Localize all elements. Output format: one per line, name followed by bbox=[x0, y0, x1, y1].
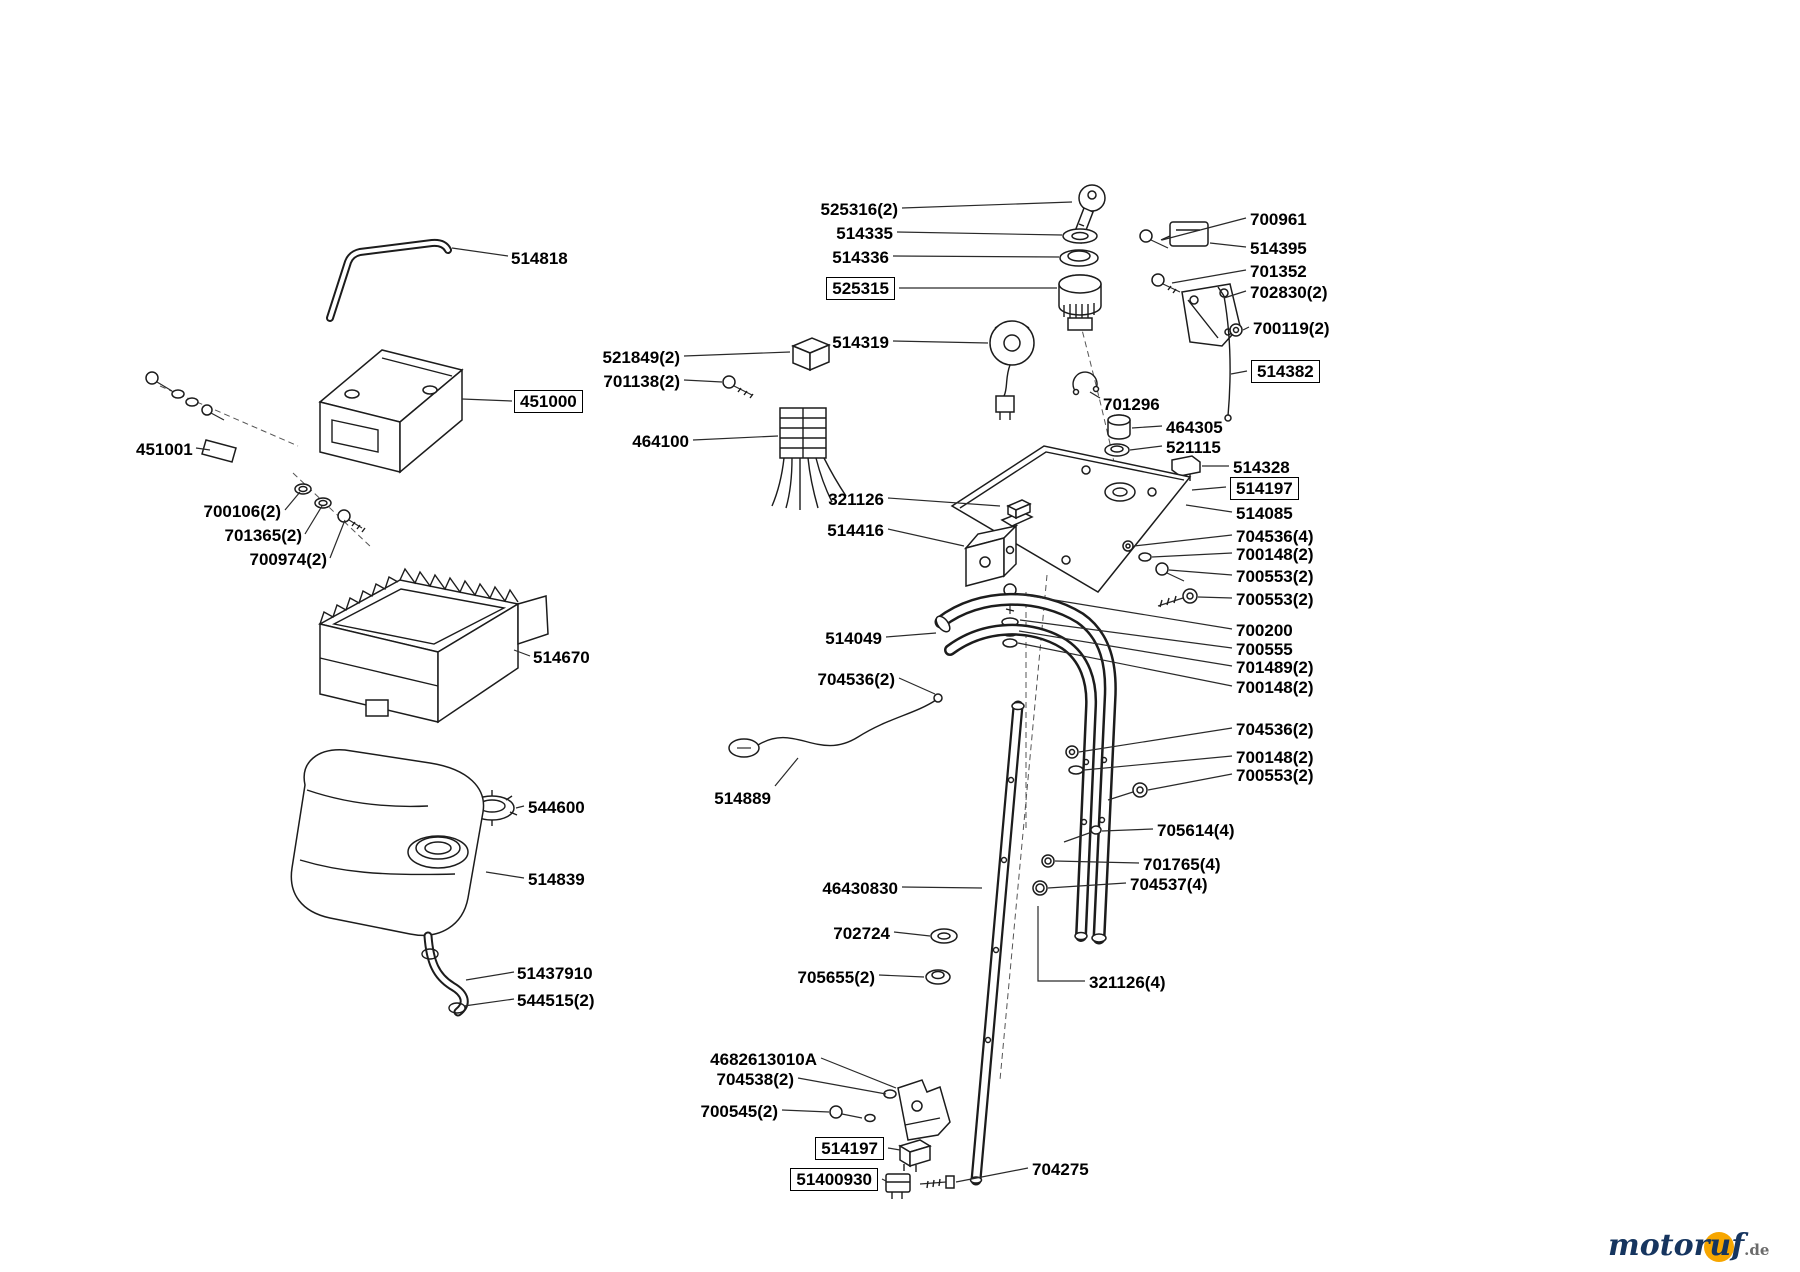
part-label-514336: 514336 bbox=[832, 248, 889, 267]
part-label-464100: 464100 bbox=[632, 432, 689, 451]
part-label-705614: 705614(4) bbox=[1157, 821, 1235, 840]
part-label-700119: 700119(2) bbox=[1253, 319, 1330, 338]
handle-bar-drawing bbox=[326, 238, 452, 322]
console-plate-drawing bbox=[950, 445, 1192, 593]
logo-brand-text: motoruf bbox=[1608, 1228, 1745, 1263]
part-label-321126-4: 321126(4) bbox=[1089, 973, 1166, 992]
part-label-514085: 514085 bbox=[1236, 504, 1293, 523]
part-label-321126: 321126 bbox=[828, 490, 884, 509]
part-label-544515: 544515(2) bbox=[517, 991, 595, 1010]
part-label-46430830: 46430830 bbox=[822, 879, 898, 898]
logo-tld-text: .de bbox=[1744, 1241, 1770, 1259]
ignition-switch-drawing bbox=[1058, 228, 1102, 331]
part-label-702830: 702830(2) bbox=[1250, 283, 1328, 302]
horn-drawing bbox=[989, 320, 1035, 420]
part-label-700974: 700974(2) bbox=[249, 550, 327, 569]
part-label-514382: 514382 bbox=[1251, 360, 1320, 383]
support-bracket-drawing bbox=[963, 524, 1019, 587]
part-label-700200: 700200 bbox=[1236, 621, 1293, 640]
relay-drawing bbox=[791, 337, 831, 372]
part-label-700106: 700106(2) bbox=[203, 502, 281, 521]
part-label-514670: 514670 bbox=[533, 648, 590, 667]
part-label-451001: 451001 bbox=[136, 440, 193, 459]
ground-cable-drawing bbox=[728, 693, 943, 758]
lower-switch-drawing bbox=[885, 1139, 955, 1199]
part-label-521115: 521115 bbox=[1166, 438, 1221, 457]
part-label-701489: 701489(2) bbox=[1236, 658, 1314, 677]
part-label-701296: 701296 bbox=[1103, 395, 1160, 414]
part-label-701138: 701138(2) bbox=[603, 372, 680, 391]
battery-drawing bbox=[318, 349, 464, 474]
part-label-704536-mid: 704536(2) bbox=[817, 670, 895, 689]
part-label-514335: 514335 bbox=[836, 224, 893, 243]
part-label-525316: 525316(2) bbox=[820, 200, 898, 219]
battery-mount-fasteners-drawing bbox=[294, 483, 366, 533]
part-label-514889: 514889 bbox=[714, 789, 771, 808]
part-label-521849: 521849(2) bbox=[602, 348, 680, 367]
battery-tray-drawing bbox=[317, 567, 549, 724]
tube-fasteners-drawing bbox=[1032, 745, 1148, 896]
part-label-464305: 464305 bbox=[1166, 418, 1223, 437]
bushing-drawing bbox=[1104, 414, 1131, 457]
part-label-704536-right: 704536(2) bbox=[1236, 720, 1314, 739]
part-label-700148-c: 700148(2) bbox=[1236, 748, 1314, 767]
part-label-4682613010A: 4682613010A bbox=[710, 1050, 817, 1069]
part-label-700148-b: 700148(2) bbox=[1236, 678, 1314, 697]
steering-shaft-drawing bbox=[969, 700, 1025, 1186]
handlebar-loop-drawing bbox=[934, 592, 1117, 945]
part-label-700148-a: 700148(2) bbox=[1236, 545, 1314, 564]
part-label-514839: 514839 bbox=[528, 870, 585, 889]
connector-block-drawing bbox=[771, 407, 847, 510]
part-label-704275: 704275 bbox=[1032, 1160, 1089, 1179]
part-label-701765: 701765(4) bbox=[1143, 855, 1221, 874]
part-label-51400930: 51400930 bbox=[790, 1168, 878, 1191]
part-label-514818: 514818 bbox=[511, 249, 568, 268]
part-label-704537: 704537(4) bbox=[1130, 875, 1208, 894]
part-label-705655: 705655(2) bbox=[797, 968, 875, 987]
part-label-514049: 514049 bbox=[825, 629, 882, 648]
part-label-704536-4: 704536(4) bbox=[1236, 527, 1314, 546]
part-label-514395: 514395 bbox=[1250, 239, 1307, 258]
part-label-700555: 700555 bbox=[1236, 640, 1293, 659]
part-label-544600: 544600 bbox=[528, 798, 585, 817]
logo-sun-icon bbox=[1704, 1232, 1734, 1262]
part-label-701352: 701352 bbox=[1250, 262, 1307, 281]
part-label-451000: 451000 bbox=[514, 390, 583, 413]
shaft-washers-drawing bbox=[925, 928, 958, 985]
motoruf-logo[interactable]: motoruf.de bbox=[1608, 1228, 1798, 1268]
part-label-51437910: 51437910 bbox=[517, 964, 593, 983]
screw-701138-drawing bbox=[722, 375, 754, 399]
leader-lines bbox=[195, 201, 1250, 1183]
part-label-514328: 514328 bbox=[1233, 458, 1290, 477]
part-label-514197-right: 514197 bbox=[1230, 477, 1299, 500]
circlip-drawing bbox=[1072, 371, 1100, 396]
choke-bracket-drawing bbox=[1139, 221, 1243, 422]
part-label-514197-bottom: 514197 bbox=[815, 1137, 884, 1160]
part-label-525315: 525315 bbox=[826, 277, 895, 300]
part-label-700545: 700545(2) bbox=[700, 1102, 778, 1121]
fuel-tank-drawing bbox=[290, 749, 518, 1017]
part-label-700553-c: 700553(2) bbox=[1236, 766, 1314, 785]
part-label-700553-b: 700553(2) bbox=[1236, 590, 1314, 609]
part-label-702724: 702724 bbox=[833, 924, 890, 943]
part-label-514416: 514416 bbox=[827, 521, 884, 540]
part-label-704538: 704538(2) bbox=[716, 1070, 794, 1089]
part-label-701365: 701365(2) bbox=[224, 526, 302, 545]
plate-fasteners-drawing bbox=[1122, 540, 1198, 608]
battery-fasteners-drawing bbox=[145, 371, 237, 463]
part-label-514319: 514319 bbox=[832, 333, 889, 352]
part-label-700961: 700961 bbox=[1250, 210, 1307, 229]
lower-clamp-drawing bbox=[829, 1079, 951, 1141]
part-label-700553-a: 700553(2) bbox=[1236, 567, 1314, 586]
